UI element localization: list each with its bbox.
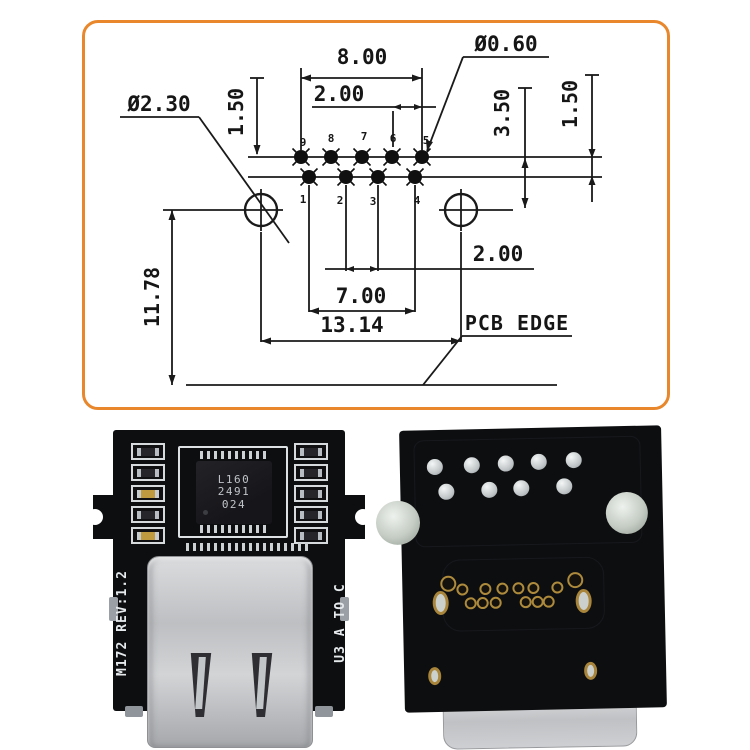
chip-marking-line3: 024 [221,497,247,511]
shield-foot-pad-left [125,706,143,717]
pin-label-3: 3 [370,195,377,208]
pcb-edge-label: PCB EDGE [465,311,569,335]
smd-component [131,485,165,502]
dimension-arrows [168,74,596,385]
shield-spring-slot-left [190,653,212,717]
dim-bottom-row-width: 7.00 [336,284,387,308]
dim-pad-diameter: Ø0.60 [473,32,537,56]
ic-pins-bottom [200,525,268,533]
ic-pins-top [200,451,268,459]
smd-component [294,506,328,523]
smd-component [294,464,328,481]
board-wing-right [343,495,365,539]
shield-side-tab-right [340,597,349,621]
pin-label-9: 9 [300,136,307,149]
ic-chip: L160 2491 024 [196,461,272,524]
smd-component [294,527,328,544]
chip-pin1-dot [203,510,208,515]
smd-component [294,485,328,502]
dim-top-pitch: 2.00 [314,82,365,106]
gold-pad-oval [432,590,449,616]
usb-c-receptacle-shield [147,556,313,748]
pin-label-7: 7 [361,130,368,143]
silkscreen-adapter-label: U3 A TO C [333,583,348,663]
shield-foot-pad-right [315,706,333,717]
dim-hole-diameter: Ø2.30 [126,92,190,116]
chip-marking-line1: L160 [217,472,251,486]
pin-numbers: 9 8 7 6 5 1 2 3 4 [300,130,430,208]
pcb-back-photo [375,425,667,713]
gold-pad-oval [428,666,442,686]
gold-pad-oval [583,661,598,680]
dim-left-offset: 1.50 [224,88,248,136]
mount-solder-blob-left [375,500,421,546]
drawing-border [82,20,670,410]
board-notch-left [87,509,103,525]
smd-component [131,464,165,481]
connector-pin-ticks [186,543,312,551]
mounting-hole-left [243,192,279,228]
board-notch-right [355,509,371,525]
dim-edge-height: 11.78 [140,267,164,327]
smd-component [294,443,328,460]
pin-label-8: 8 [328,132,335,145]
pin-label-1: 1 [300,193,307,206]
shield-side-tab-left [109,597,118,621]
shield-spring-slot-right [251,653,273,717]
mounting-hole-right [443,192,479,228]
chip-marking-line2: 2491 [217,485,251,499]
pin-label-6: 6 [390,132,397,145]
dim-hole-span: 13.14 [320,313,383,337]
construction-lines [120,56,602,386]
footprint-dimension-drawing: 8.00 2.00 Ø0.60 Ø2.30 1.50 3.50 1.50 2.0… [120,32,602,386]
pin-label-5: 5 [423,134,430,147]
smd-component [131,506,165,523]
dim-mid-pitch: 2.00 [473,242,524,266]
ic-silkscreen-frame [178,446,288,538]
dim-row-gap: 1.50 [558,80,582,128]
pin-label-4: 4 [414,194,421,207]
silkscreen-model-rev: M172 REV:1.2 [115,570,130,676]
smd-component [131,443,165,460]
dim-row-to-hole: 3.50 [490,89,514,137]
board-wing-left [93,495,115,539]
pin-label-2: 2 [337,194,344,207]
solder-pads [291,147,432,187]
smd-component [131,527,165,544]
dim-top-width: 8.00 [337,45,388,69]
